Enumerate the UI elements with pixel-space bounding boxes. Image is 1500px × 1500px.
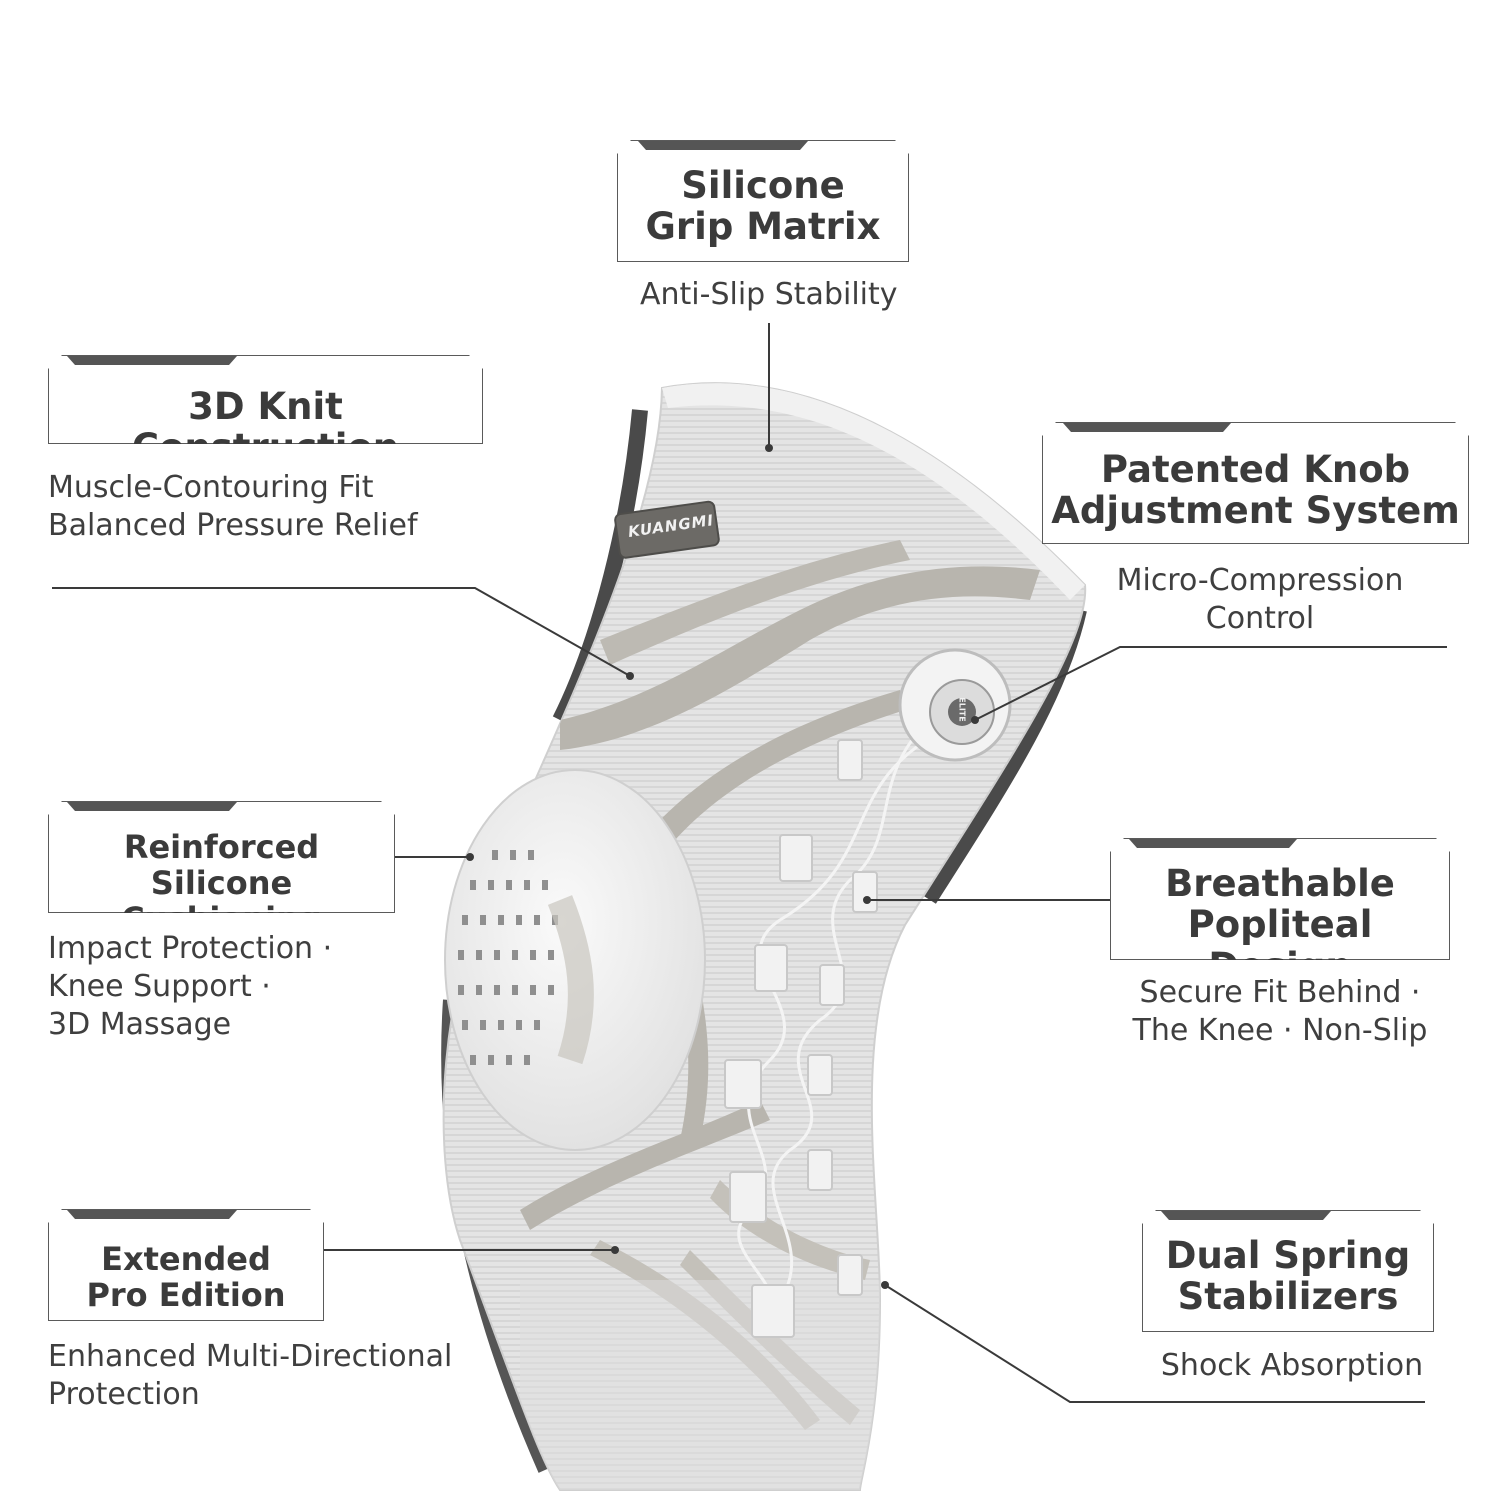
cushioning-subtitle-line2: Knee Support · xyxy=(48,969,271,1004)
box-tab xyxy=(67,356,237,365)
extended-subtitle-line2: Protection xyxy=(48,1377,200,1412)
box-tab xyxy=(67,802,237,811)
springs-title-line1: Dual Spring xyxy=(1165,1234,1411,1277)
extended-title-line2: Pro Edition xyxy=(86,1275,286,1314)
extended-title-box: Extended Pro Edition xyxy=(48,1209,324,1321)
popliteal-subtitle-line1: Secure Fit Behind · xyxy=(1139,975,1421,1010)
cushioning-title-line1: Reinforced xyxy=(123,828,320,866)
silicone-grip-title-box: Silicone Grip Matrix xyxy=(617,140,909,262)
knob-subtitle-line2: Control xyxy=(1205,601,1315,636)
popliteal-subtitle-line2: The Knee · Non-Slip xyxy=(1132,1013,1428,1048)
springs-subtitle: Shock Absorption xyxy=(1160,1348,1424,1383)
extended-title-line1: Extended xyxy=(101,1240,271,1278)
knob-title-line1: Patented Knob xyxy=(1100,448,1411,491)
knob-label: ELITE xyxy=(957,697,967,722)
box-tab xyxy=(1063,423,1231,432)
box-tab xyxy=(1129,839,1297,848)
silicone-grip-title-line2: Grip Matrix xyxy=(645,205,881,249)
knob-subtitle-line1: Micro-Compression xyxy=(1116,563,1404,598)
box-tab xyxy=(638,141,808,150)
extended-subtitle-line1: Enhanced Multi-Directional xyxy=(48,1339,453,1374)
cushioning-subtitle-line3: 3D Massage xyxy=(48,1007,232,1042)
cushioning-subtitle-line1: Impact Protection · xyxy=(48,931,333,966)
knit-subtitle-line1: Muscle-Contouring Fit xyxy=(48,470,374,505)
popliteal-title-box: Breathable Popliteal Design xyxy=(1110,838,1450,960)
knob-title-line2: Adjustment System xyxy=(1051,489,1460,533)
springs-title-line2: Stabilizers xyxy=(1177,1275,1399,1319)
knit-subtitle-line2: Balanced Pressure Relief xyxy=(48,508,418,543)
silicone-grip-subtitle: Anti-Slip Stability xyxy=(640,277,898,312)
knit-title-box: 3D Knit Construction xyxy=(48,355,483,444)
box-tab xyxy=(1161,1211,1331,1220)
silicone-grip-title-line1: Silicone xyxy=(681,164,845,207)
box-tab xyxy=(67,1210,237,1219)
cushioning-title-box: Reinforced Silicone Cushioning xyxy=(48,801,395,913)
popliteal-title-line1: Breathable xyxy=(1165,862,1395,905)
knob-title-box: Patented Knob Adjustment System xyxy=(1042,422,1469,544)
springs-title-box: Dual Spring Stabilizers xyxy=(1142,1210,1434,1332)
